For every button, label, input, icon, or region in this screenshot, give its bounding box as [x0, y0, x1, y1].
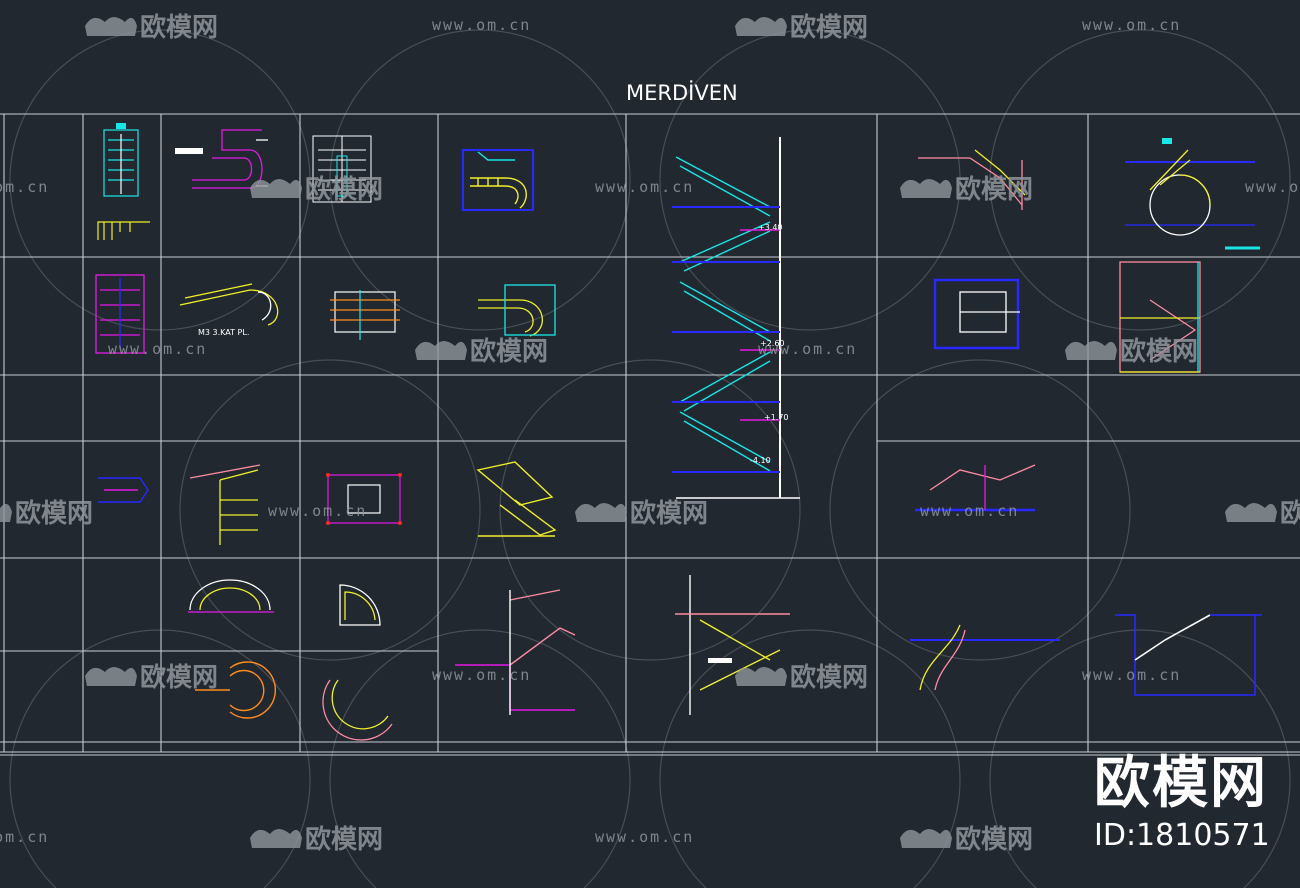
watermark-url: www.om.cn: [758, 340, 857, 358]
watermark-stamp: 欧模网: [85, 12, 218, 43]
svg-text:欧模网: 欧模网: [790, 12, 868, 43]
watermark-url: www.om.cn: [0, 178, 49, 196]
stair-section-large: +3.40 +2.60 +1.70 -4.10: [672, 137, 800, 499]
watermark-circles: [9, 29, 1291, 888]
watermark-stamps: 欧模网 欧模网 欧模网 欧模网 欧模网 欧模网 欧模网 欧模网: [0, 12, 1300, 855]
svg-text:欧模网: 欧模网: [140, 12, 218, 43]
svg-text:欧模网: 欧模网: [790, 662, 868, 693]
spiral-stair-orange: [195, 661, 276, 719]
watermark-stamp: 欧模网: [0, 498, 93, 529]
stair-plan-orange: [330, 290, 400, 340]
stair-section-pink: [915, 464, 1036, 512]
watermark-stamp: 欧模网: [250, 824, 383, 855]
svg-text:欧模网: 欧模网: [630, 498, 708, 529]
brand-block: 欧模网 ID:1810571: [1094, 752, 1270, 854]
brand-name: 欧模网: [1094, 751, 1268, 816]
watermark-url: www.om.cn: [1082, 666, 1181, 684]
watermark-url: www.om.cn: [432, 16, 531, 34]
stair-plan-arrow: [98, 477, 149, 503]
stair-plan-magenta-narrow: [95, 274, 145, 354]
spiral-stair-semicircle-small: [322, 679, 393, 741]
stair-plan-curved-1: [462, 149, 534, 211]
stair-plan-winder-yellow: [189, 464, 261, 545]
stair-plan-dogleg-right: [933, 278, 1020, 350]
svg-text:欧模网: 欧模网: [1120, 336, 1198, 367]
watermark-stamp: 欧模网: [415, 336, 548, 367]
watermark-stamp: 欧模网: [575, 498, 708, 529]
stair-section-blue: [1115, 614, 1262, 696]
stair-plan-narrow: [97, 123, 150, 240]
watermark-url: www.om.cn: [108, 340, 207, 358]
stair-section-top-right: [918, 149, 1026, 210]
svg-text:欧模网: 欧模网: [955, 174, 1033, 205]
level-label: +3.40: [758, 223, 783, 232]
watermark-stamp: 欧模网: [1065, 336, 1198, 367]
svg-text:欧模网: 欧模网: [305, 824, 383, 855]
watermark-stamp: 欧模网: [1225, 498, 1300, 529]
watermark-url: www.om.cn: [595, 178, 694, 196]
watermark-url: www.om.cn: [920, 502, 1019, 520]
svg-text:欧模网: 欧模网: [470, 336, 548, 367]
svg-text:欧模网: 欧模网: [955, 824, 1033, 855]
stair-caption: M3 3.KAT PL.: [198, 328, 249, 337]
watermark-stamp: 欧模网: [735, 662, 868, 693]
watermark-url: www.om.cn: [1245, 178, 1300, 196]
svg-text:欧模网: 欧模网: [305, 174, 383, 205]
svg-text:欧模网: 欧模网: [15, 498, 93, 529]
spiral-stair-section: [910, 624, 1060, 691]
svg-text:欧模网: 欧模网: [1280, 498, 1300, 529]
model-id: ID:1810571: [1094, 818, 1270, 853]
spiral-stair-quarter: [339, 584, 381, 626]
stair-plan-curved-2: M3 3.KAT PL.: [179, 283, 279, 337]
drawing-title: MERDİVEN: [626, 80, 738, 105]
stair-elevation-magenta: [455, 589, 576, 715]
watermark-stamp: 欧模网: [85, 662, 218, 693]
watermark-stamp: 欧模网: [900, 824, 1033, 855]
stair-plan-red-points: [326, 473, 402, 525]
watermark-stamp: 欧模网: [735, 12, 868, 43]
watermark-url: www.om.cn: [432, 666, 531, 684]
level-label: +1.70: [764, 413, 789, 422]
watermark-stamp: 欧模网: [900, 174, 1033, 205]
spiral-stair-semicircle: [188, 579, 274, 613]
drawing-grid: [0, 113, 1300, 756]
stair-plan-magenta-u: [175, 129, 268, 189]
level-label: -4.10: [750, 456, 771, 465]
stair-elevation-right: [1119, 261, 1201, 373]
watermark-url: www.om.cn: [595, 828, 694, 846]
spiral-stair-plan-right: [1125, 138, 1260, 250]
stair-plan-curved-3: [478, 284, 556, 337]
svg-text:欧模网: 欧模网: [140, 662, 218, 693]
watermark-url: www.om.cn: [1082, 16, 1181, 34]
watermark-url: www.om.cn: [268, 502, 367, 520]
level-label: +2.60: [760, 339, 785, 348]
watermark-urls: www.om.cn www.om.cn www.om.cn www.om.cn …: [0, 16, 1300, 846]
stair-plan-white-grid: [312, 135, 372, 203]
watermark-stamp: 欧模网: [250, 174, 383, 205]
watermark-url: www.om.cn: [0, 828, 49, 846]
stair-elevation-yellow-3d: [476, 461, 557, 537]
